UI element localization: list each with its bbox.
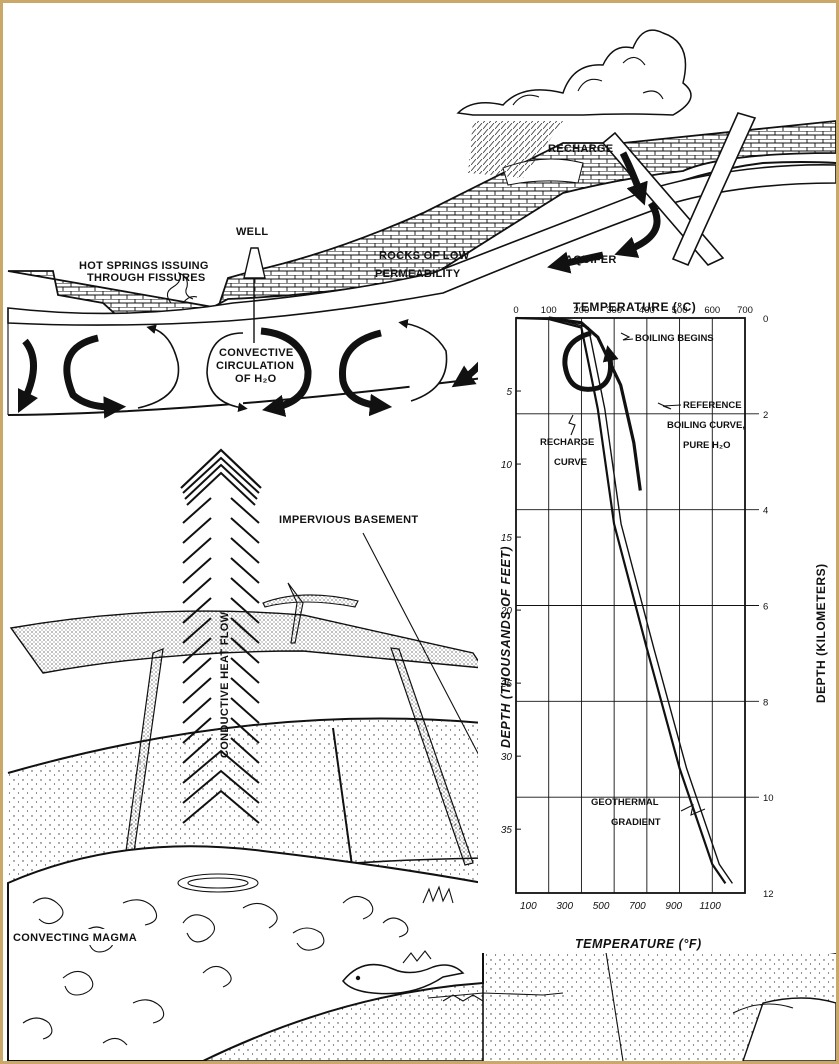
- chart-right-tick-label: 8: [763, 697, 768, 708]
- label-well: WELL: [236, 226, 268, 238]
- chart-annotation-recharge-2: CURVE: [554, 457, 587, 468]
- chart-bottom-tick-label: 1100: [699, 901, 721, 912]
- chart-right-tick-label: 12: [763, 889, 774, 900]
- label-rocks-2: PERMEABILITY: [375, 268, 461, 280]
- chart-bottom-tick-label: 900: [665, 901, 682, 912]
- chart-annotation-reference-3: PURE H₂O: [683, 440, 731, 451]
- chart-right-tick-label: 4: [763, 506, 768, 517]
- chart-right-tick-label: 2: [763, 410, 768, 421]
- chart-left-tick-label: 10: [501, 460, 513, 471]
- chart-bottom-tick-label: 700: [629, 901, 646, 912]
- chart-top-tick-label: 600: [704, 305, 720, 316]
- label-impervious-basement: IMPERVIOUS BASEMENT: [279, 514, 418, 526]
- label-convective-2: CIRCULATION: [216, 360, 294, 372]
- chart-annotation-geothermal-2: GRADIENT: [611, 817, 661, 828]
- chart-top-axis-title: TEMPERATURE (°C): [573, 300, 696, 314]
- chart-bottom-tick-label: 500: [593, 901, 610, 912]
- chart-bottom-tick-label: 300: [556, 901, 573, 912]
- label-hot-springs-2: THROUGH FISSURES: [87, 272, 205, 284]
- label-convective-3: OF H₂O: [235, 373, 277, 385]
- chart-left-tick-label: 35: [501, 825, 513, 836]
- label-aquifer: AQUIFER: [565, 254, 617, 266]
- chart-right-tick-label: 6: [763, 602, 768, 613]
- label-convecting-magma: CONVECTING MAGMA: [13, 932, 137, 944]
- label-convective-1: CONVECTIVE: [219, 347, 294, 359]
- chart-top-tick-label: 700: [737, 305, 753, 316]
- chart-right-tick-label: 0: [763, 314, 768, 325]
- chart-left-tick-label: 5: [506, 387, 512, 398]
- chart-annotation-reference-1: REFERENCE: [683, 400, 742, 411]
- chart-right-axis-title: DEPTH (KILOMETERS): [814, 563, 828, 703]
- label-recharge: RECHARGE: [548, 143, 613, 155]
- chart-bottom-axis-title: TEMPERATURE (°F): [575, 937, 702, 951]
- label-conductive-heat-flow: CONDUCTIVE HEAT FLOW: [219, 611, 231, 758]
- chart-top-tick-label: 100: [541, 305, 557, 316]
- chart-annotation-geothermal-1: GEOTHERMAL: [591, 797, 659, 808]
- chart-annotation-reference-2: BOILING CURVE,: [667, 420, 745, 431]
- chart-left-tick-label: 30: [501, 752, 513, 763]
- chart-top-tick-label: 0: [513, 305, 518, 316]
- chart-right-tick-label: 10: [763, 793, 774, 804]
- label-hot-springs-1: HOT SPRINGS ISSUING: [79, 260, 209, 272]
- chart-annotation-recharge-1: RECHARGE: [540, 437, 594, 448]
- geothermal-diagram: RECHARGE AQUIFER WELL HOT SPRINGS ISSUIN…: [3, 3, 836, 1061]
- chart-bottom-tick-label: 100: [520, 901, 537, 912]
- label-rocks-1: ROCKS OF LOW: [379, 250, 470, 262]
- chart-annotation-boiling-begins: BOILING BEGINS: [635, 333, 714, 344]
- chart-left-axis-title: DEPTH (THOUSANDS OF FEET): [499, 546, 513, 748]
- chart-left-tick-label: 15: [501, 533, 513, 544]
